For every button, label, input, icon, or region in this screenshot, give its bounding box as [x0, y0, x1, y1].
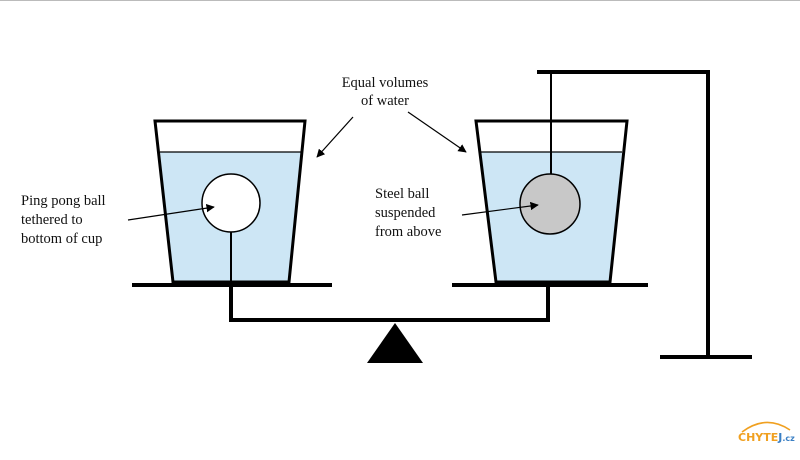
logo-swoosh	[741, 421, 791, 433]
steel-ball	[519, 173, 581, 235]
arrow-to-ping-pong-ball	[127, 203, 215, 221]
arrow-to-left-water	[316, 116, 354, 158]
arrow-to-right-water	[407, 111, 467, 153]
right-cup	[474, 119, 629, 284]
left-cup-assembly	[132, 119, 332, 287]
label-equal-volumes-line2: of water	[361, 93, 409, 109]
label-ping-pong-line1: Ping pong ball	[21, 193, 106, 209]
logo-text: CHYTEJ.cz	[738, 431, 795, 444]
label-ping-pong-line3: bottom of cup	[21, 231, 102, 247]
label-steel-ball-line1: Steel ball	[375, 186, 429, 202]
left-cup	[153, 119, 307, 284]
arrow-to-steel-ball	[461, 201, 539, 216]
label-steel-ball-line3: from above	[375, 224, 441, 240]
support-stand	[537, 70, 752, 359]
chytej-logo: CHYTEJ.cz	[738, 421, 795, 444]
ping-pong-ball	[201, 173, 261, 233]
label-ping-pong-line2: tethered to	[21, 212, 83, 228]
label-steel-ball-line2: suspended	[375, 205, 436, 221]
balance-beam	[229, 285, 550, 322]
fulcrum	[367, 323, 423, 363]
right-cup-assembly	[452, 72, 648, 287]
label-equal-volumes-line1: Equal volumes	[342, 75, 429, 91]
balance-scale	[229, 285, 550, 363]
